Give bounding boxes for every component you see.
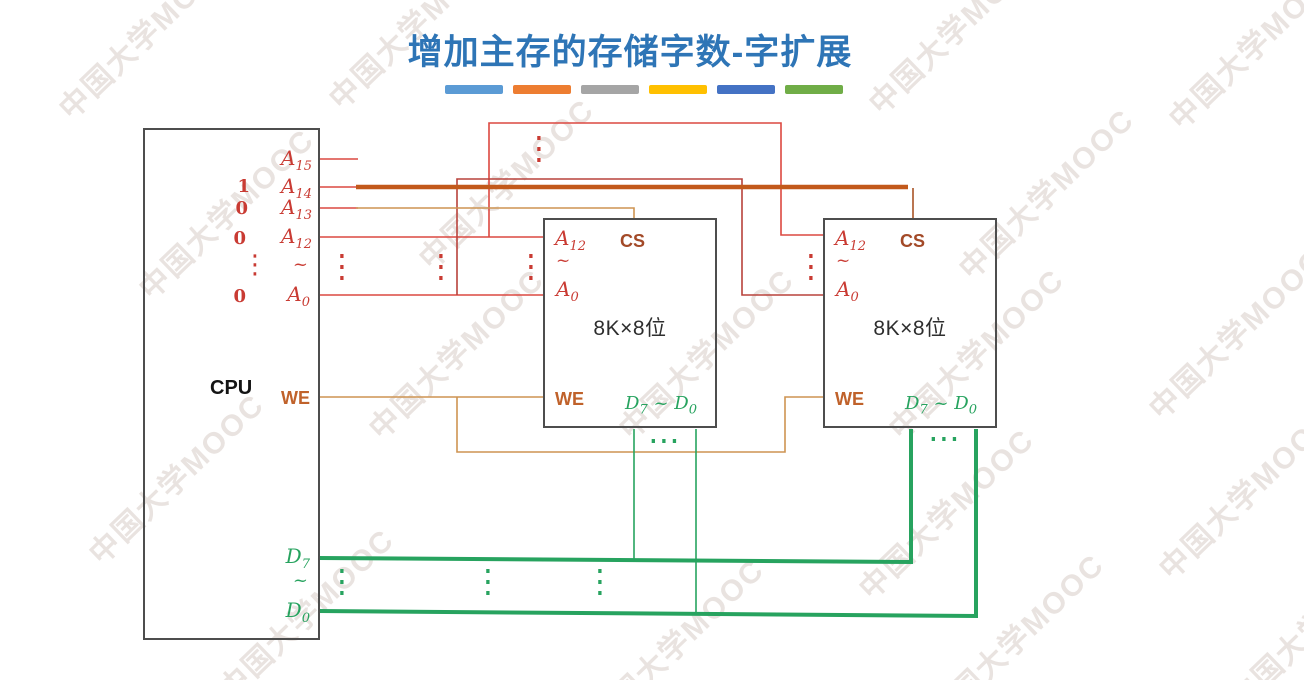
address-bus-ellipsis: ⋮: [425, 247, 457, 285]
d7-data-bus: [317, 429, 913, 565]
cpu-data-tilde: ~: [292, 570, 308, 591]
chip1-we-pin: WE: [555, 389, 584, 409]
chip2-pin-a0: A0: [836, 277, 859, 305]
divider-dash: [581, 85, 639, 94]
d0-data-bus: [317, 429, 978, 619]
data-bus-ellipsis: ⋮: [326, 562, 358, 600]
chip2-capacity-label: 8K×8位: [873, 317, 947, 340]
chip1-data-ellipsis: ⋯: [648, 421, 680, 459]
data-bus-ellipsis: ⋮: [584, 562, 616, 600]
cpu-we-pin: WE: [281, 388, 310, 408]
page-title: 增加主存的存储字数-字扩展: [407, 33, 853, 72]
divider-dash: [717, 85, 775, 94]
cpu-pin-a12: A12: [281, 224, 312, 252]
cpu-box: [143, 128, 320, 640]
chip1-pin-a12: A12: [555, 226, 586, 254]
chip2-pin-tilde: ~: [836, 251, 851, 271]
cpu-pin-a15: A15: [281, 146, 312, 174]
chip2-we-pin: WE: [835, 389, 864, 409]
a0-value: 0: [233, 286, 246, 307]
chip2-data-ellipsis: ⋯: [928, 419, 960, 457]
chip2-pin-a12: A12: [835, 226, 866, 254]
a12-value: 0: [233, 228, 246, 249]
chip1-pin-tilde: ~: [556, 251, 571, 271]
divider-dash: [785, 85, 843, 94]
bridge-bus-ellipsis: ⋮: [523, 129, 555, 167]
cpu-pin-d7: D7: [285, 544, 310, 572]
a13-to-cs-chip1: [356, 207, 635, 220]
address-bus-ellipsis: ⋮: [515, 247, 547, 285]
address-bus-ellipsis: ⋮: [326, 247, 358, 285]
divider-dash: [513, 85, 571, 94]
address-values-ellipsis: ⋮: [242, 250, 268, 280]
data-bus-ellipsis: ⋮: [472, 562, 504, 600]
we-bridge-chip2: [456, 396, 823, 453]
divider-dash: [445, 85, 503, 94]
memory-chip-1-box: A12 ~ A0 CS 8K×8位 WE D7 ~ D0: [543, 218, 717, 428]
cpu-pin-a13: A13: [281, 195, 312, 223]
divider-dash: [649, 85, 707, 94]
chip1-capacity-label: 8K×8位: [593, 317, 667, 340]
cpu-pin-a0: A0: [287, 282, 310, 310]
a0-bridge-chip2: [456, 178, 823, 296]
chip1-pin-a0: A0: [556, 277, 579, 305]
a14-value: 1: [237, 176, 250, 197]
cpu-pin-d0: D0: [285, 598, 310, 626]
address-bus-ellipsis: ⋮: [795, 247, 827, 285]
cpu-pin-a14: A14: [281, 174, 312, 202]
cpu-pin-tilde: ~: [292, 254, 308, 275]
a13-value: 0: [235, 198, 248, 219]
chip1-data-pins: D7 ~ D0: [625, 393, 697, 418]
cpu-label: CPU: [210, 377, 253, 399]
chip2-data-pins: D7 ~ D0: [905, 393, 977, 418]
chip1-cs-pin: CS: [620, 231, 646, 251]
chip2-cs-pin: CS: [900, 231, 926, 251]
a12-bridge-chip2: [488, 122, 823, 237]
memory-chip-2-box: A12 ~ A0 CS 8K×8位 WE D7 ~ D0: [823, 218, 997, 428]
